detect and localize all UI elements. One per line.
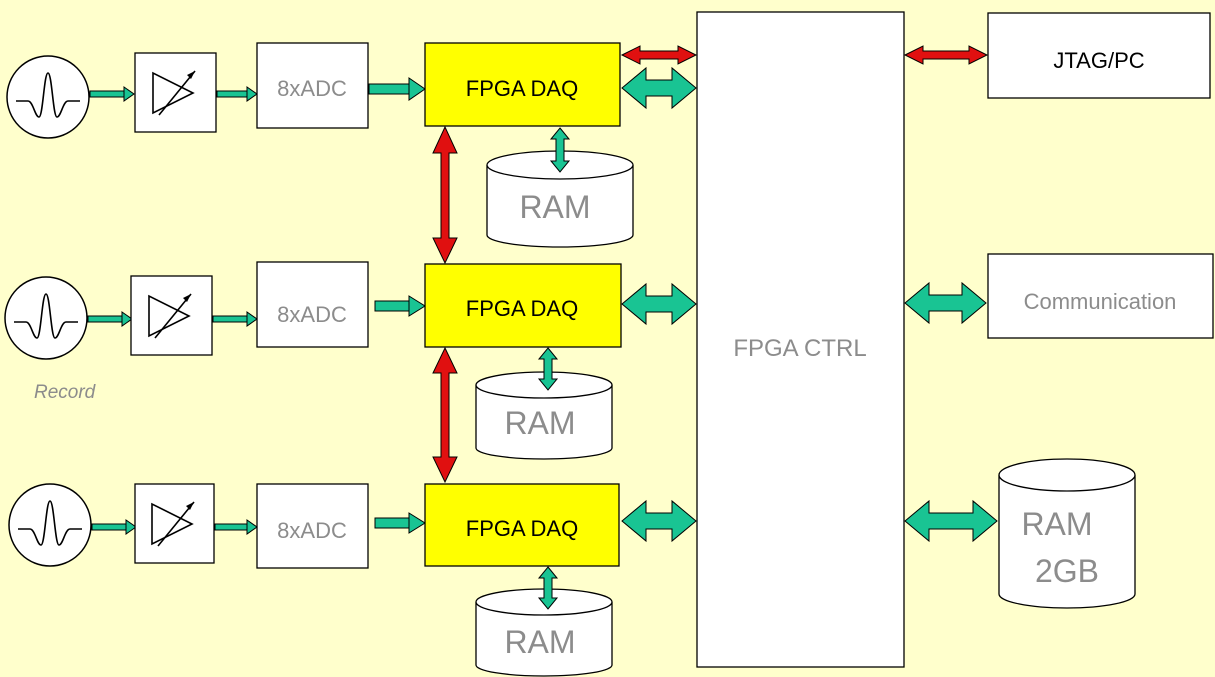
big-ram: RAM 2GB [998,458,1136,609]
communication-block [987,253,1214,339]
jtag-link-arrow [903,45,989,65]
adc-label-1: 8xADC [277,76,347,101]
big-ram-label-line1: RAM [1021,506,1092,542]
daq-link-arrow-1-2 [432,125,458,265]
ctrl-bus-arrow-daq2 [621,282,697,326]
bus-arrow-daq-ram-1 [549,127,571,173]
sensor-1-icon [6,55,90,139]
fpga-daq-label-1: FPGA DAQ [466,76,578,101]
fpga-daq-block-1 [424,42,621,127]
link-arrow-sensor-amp-3 [91,519,137,535]
ctrl-link-red-daq1 [620,45,698,65]
fpga-ctrl-block [696,11,905,668]
sensor-2-icon [4,276,88,360]
ram-3: RAM [475,588,613,677]
adc-block-2 [256,261,369,348]
ctrl-bus-arrow-daq1 [621,66,697,110]
fpga-daq-label-3: FPGA DAQ [466,516,578,541]
link-arrow-adc-daq-2 [374,295,426,317]
big-ram-label-line2: 2GB [1035,553,1099,589]
link-arrow-sensor-amp-1 [89,86,135,102]
ram-label-3: RAM [504,624,575,660]
bus-arrow-daq-ram-3 [537,566,559,610]
amplifier-2 [130,275,213,356]
adc-label-3: 8xADC [277,518,347,543]
communication-bus-arrow [904,281,987,325]
ram-label-2: RAM [504,405,575,441]
daq-link-arrow-2-3 [432,346,458,484]
signal-row-2: 8xADC FPGA DAQ Record [4,261,622,403]
link-arrow-amp-adc-1 [216,86,258,102]
signal-row-1: 8xADC FPGA DAQ [6,42,621,139]
jtag-pc-block [987,12,1211,99]
bus-arrow-daq-ram-2 [537,347,559,391]
ctrl-bus-arrow-daq3 [621,499,697,543]
link-arrow-amp-adc-3 [214,519,258,535]
amplifier-1 [134,52,217,133]
ram-label-1: RAM [519,189,590,225]
ram-2: RAM [475,371,613,460]
link-arrow-adc-daq-3 [374,512,426,534]
link-arrow-sensor-amp-2 [87,311,133,327]
jtag-pc-label: JTAG/PC [1053,48,1144,73]
amplifier-3 [134,483,215,564]
big-ram-bus-arrow [904,499,998,543]
fpga-ctrl-label: FPGA CTRL [733,335,866,362]
fpga-daq-label-2: FPGA DAQ [466,296,578,321]
record-label: Record [34,382,97,403]
fpga-daq-block-3 [424,483,620,567]
link-arrow-adc-daq-1 [368,77,426,101]
adc-block-3 [256,483,369,569]
sensor-3-icon [8,483,92,567]
adc-label-2: 8xADC [277,302,347,327]
adc-block-1 [256,42,369,129]
fpga-daq-block-2 [424,263,622,348]
signal-row-3: 8xADC FPGA DAQ [8,483,620,569]
link-arrow-amp-adc-2 [212,311,258,327]
communication-label: Communication [1024,289,1177,314]
